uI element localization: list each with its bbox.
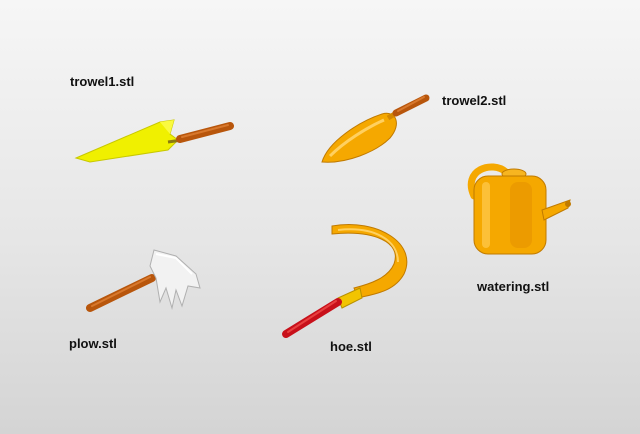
model-label-plow: plow.stl — [69, 336, 117, 351]
model-label-hoe: hoe.stl — [330, 339, 372, 354]
model-label-watering: watering.stl — [477, 279, 550, 294]
watering-can-icon[interactable] — [462, 160, 572, 260]
plow-icon[interactable] — [84, 246, 214, 316]
model-label-trowel2: trowel2.stl — [442, 93, 507, 108]
trowel-icon[interactable] — [70, 110, 240, 170]
scoop-trowel-icon[interactable] — [318, 92, 438, 172]
model-label-trowel1: trowel1.stl — [70, 74, 135, 89]
hoe-icon[interactable] — [278, 218, 418, 342]
